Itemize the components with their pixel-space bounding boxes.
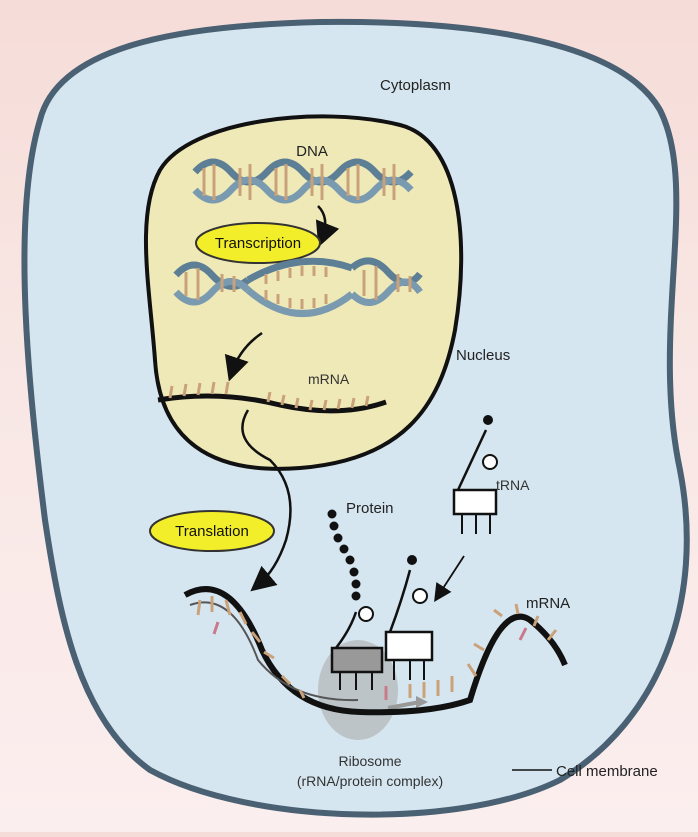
protein-label: Protein xyxy=(346,500,394,517)
translation-pill: Translation xyxy=(150,511,274,551)
mrna-nucleus-label: mRNA xyxy=(308,371,350,387)
transcription-label: Transcription xyxy=(215,235,301,252)
cytoplasm-label: Cytoplasm xyxy=(380,77,451,94)
ribosome-label: Ribosome xyxy=(338,753,401,769)
transcription-pill: Transcription xyxy=(196,223,320,263)
trna-label: tRNA xyxy=(496,477,530,493)
nucleus-label: Nucleus xyxy=(456,347,510,364)
cell-membrane-label: Cell membrane xyxy=(556,763,658,780)
translation-label: Translation xyxy=(175,523,249,540)
mrna-cytoplasm-label: mRNA xyxy=(526,595,570,612)
dna-label: DNA xyxy=(296,143,328,160)
ribosome-sublabel: (rRNA/protein complex) xyxy=(297,773,443,789)
